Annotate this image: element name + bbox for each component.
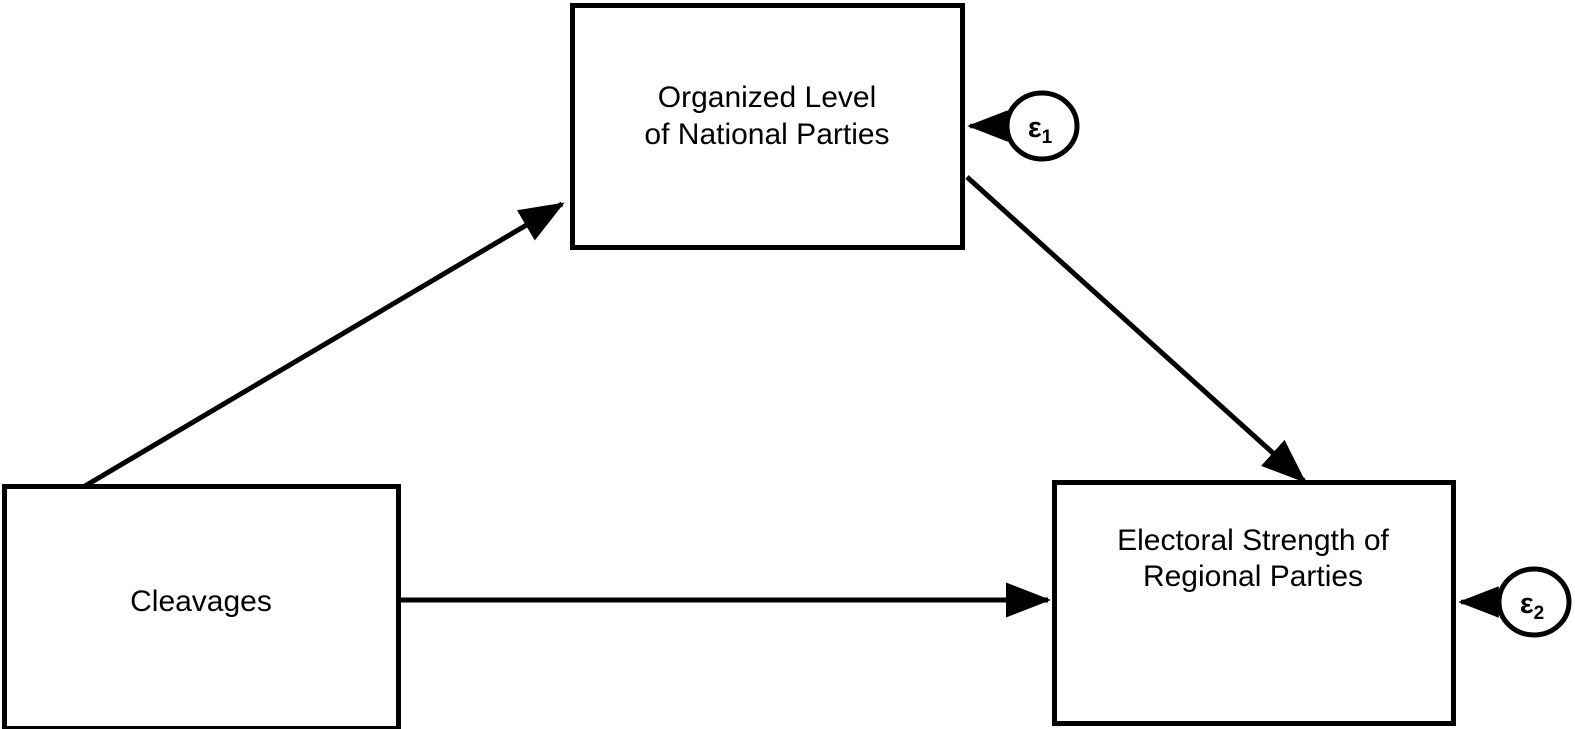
error-term-circle[interactable]: [1004, 90, 1080, 162]
error-term-symbol: ε: [1028, 112, 1042, 144]
node-organized-level[interactable]: Organized Level of National Parties: [570, 3, 965, 250]
error-term-symbol: ε: [1520, 588, 1534, 620]
node-error-1[interactable]: ε1: [1004, 90, 1080, 162]
edge-cleavages-to-organized-level: [83, 201, 565, 489]
node-box-rect[interactable]: [2, 484, 401, 729]
node-box-rect[interactable]: [1052, 480, 1456, 726]
edge-organized-level-to-electoral-strength: [965, 175, 1307, 484]
edge-line: [83, 201, 565, 489]
node-label-line1: Organized Level: [658, 81, 876, 114]
node-label-line1: Electoral Strength of: [1117, 524, 1389, 557]
node-label-line2: of National Parties: [644, 118, 889, 151]
node-label-line1: Cleavages: [130, 585, 272, 618]
node-error-2[interactable]: ε2: [1496, 566, 1572, 638]
edge-line: [965, 175, 1307, 484]
error-term-circle[interactable]: [1496, 566, 1572, 638]
node-cleavages[interactable]: Cleavages: [2, 484, 401, 729]
error-term-subscript: 2: [1534, 603, 1545, 624]
error-term-label: ε2: [1520, 588, 1544, 624]
error-term-subscript: 1: [1042, 127, 1053, 148]
node-electoral-strength[interactable]: Electoral Strength of Regional Parties: [1052, 480, 1456, 726]
node-box-rect[interactable]: [570, 3, 965, 250]
error-term-label: ε1: [1028, 112, 1053, 148]
node-label-line2: Regional Parties: [1143, 560, 1363, 593]
